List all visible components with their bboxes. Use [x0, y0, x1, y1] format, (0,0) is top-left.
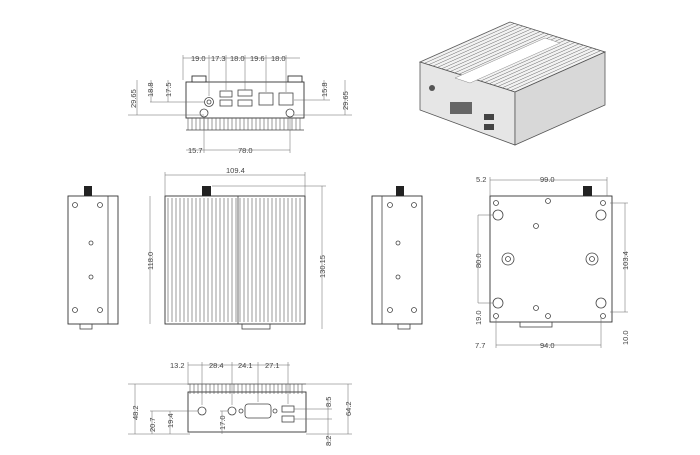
dimension-label: 18.0: [230, 54, 245, 63]
heatsink-fins: [186, 118, 304, 131]
serial-port-icon: [450, 102, 472, 114]
fin-line: [419, 21, 511, 63]
dimension-label: 13.2: [170, 361, 185, 370]
dimension-label: 29.65: [129, 89, 138, 108]
fin-line: [488, 43, 580, 85]
serial-port-icon: [244, 403, 272, 419]
fin-line: [454, 32, 545, 74]
dimension-label: 48.2: [131, 405, 140, 420]
dimension-label: 17.0: [218, 415, 227, 430]
fin-line: [437, 27, 528, 68]
dimension-label: 28.4: [209, 361, 224, 370]
dimension-label: 19.6: [250, 54, 265, 63]
antenna-hole-icon: [199, 108, 209, 118]
left-side-view: [67, 186, 119, 330]
antenna-connector-icon: [202, 186, 211, 196]
dimension-label: 27.1: [265, 361, 280, 370]
fin-line: [493, 44, 584, 86]
dimension-label: 10.0: [621, 330, 630, 345]
dimension-label: 80.0: [474, 253, 483, 268]
fin-line: [510, 50, 601, 91]
dimension-label: 29.65: [341, 91, 350, 110]
dimension-label: 118.0: [146, 252, 155, 270]
dimension-label: 17.3: [211, 54, 226, 63]
dimension-label: 7.7: [475, 341, 485, 350]
usb-port-icon: [219, 99, 233, 107]
front-view: 19.0 17.3 18.0 19.6 18.0 29.65 18.8 17.5…: [128, 54, 352, 155]
ethernet-port-icon: [258, 92, 274, 106]
bottom-view: 5.2 99.0 80.0 19.0 103.4 7.7 94.0 10.0: [474, 175, 630, 350]
fin-line: [480, 40, 571, 82]
dimension-label: 8.5: [324, 397, 333, 407]
dimension-label: 18.8: [146, 82, 155, 97]
antenna-hole-icon: [285, 108, 295, 118]
dimension-label: 24.1: [238, 361, 253, 370]
dimension-label: 130.15: [318, 255, 327, 278]
dimension-label: 18.0: [271, 54, 286, 63]
rear-view: 13.2 28.4 24.1 27.1 48.2 20.7 19.4 17.0 …: [128, 361, 353, 446]
hdmi-port-icon: [237, 99, 253, 107]
dimension-label: 103.4: [621, 251, 630, 270]
usb-port-icon: [484, 114, 494, 120]
dimension-label: 109.4: [226, 166, 245, 175]
dimension-label: 19.0: [191, 54, 206, 63]
fin-line: [424, 23, 515, 64]
dimension-label: 5.2: [476, 175, 486, 184]
top-view: 109.4 118.0 130.15: [146, 166, 327, 330]
fin-line: [445, 29, 537, 71]
dimension-label: 78.0: [238, 146, 253, 155]
antenna-connector-icon: [396, 186, 404, 196]
power-jack-icon: [429, 85, 435, 91]
fin-line: [506, 49, 597, 90]
fin-line: [497, 46, 588, 87]
dimension-label: 99.0: [540, 175, 555, 184]
dimension-label: 15.7: [188, 146, 203, 155]
dimension-label: 19.0: [474, 310, 483, 325]
fin-line: [484, 42, 575, 83]
fin-line: [501, 47, 593, 89]
dimension-label: 8.2: [324, 436, 333, 446]
usb-port-icon: [219, 90, 233, 98]
antenna-connector-icon: [84, 186, 92, 196]
antenna-connector-icon: [583, 186, 592, 196]
fin-line: [450, 31, 541, 72]
usb-port-icon: [484, 124, 494, 130]
dimension-label: 19.4: [166, 413, 175, 428]
isometric-view: [418, 21, 607, 146]
heatsink-fins: [167, 196, 301, 324]
dimension-label: 17.5: [164, 82, 173, 97]
dimension-label: 94.0: [540, 341, 555, 350]
fin-line: [441, 28, 532, 70]
dimension-label: 20.7: [148, 417, 157, 432]
ethernet-port-icon: [278, 92, 294, 106]
fin-line: [432, 25, 524, 67]
dimension-label: 64.2: [344, 401, 353, 416]
fin-line: [428, 24, 519, 65]
dimension-label: 15.8: [320, 82, 329, 97]
right-side-view: [371, 186, 423, 330]
fin-line: [458, 34, 549, 75]
